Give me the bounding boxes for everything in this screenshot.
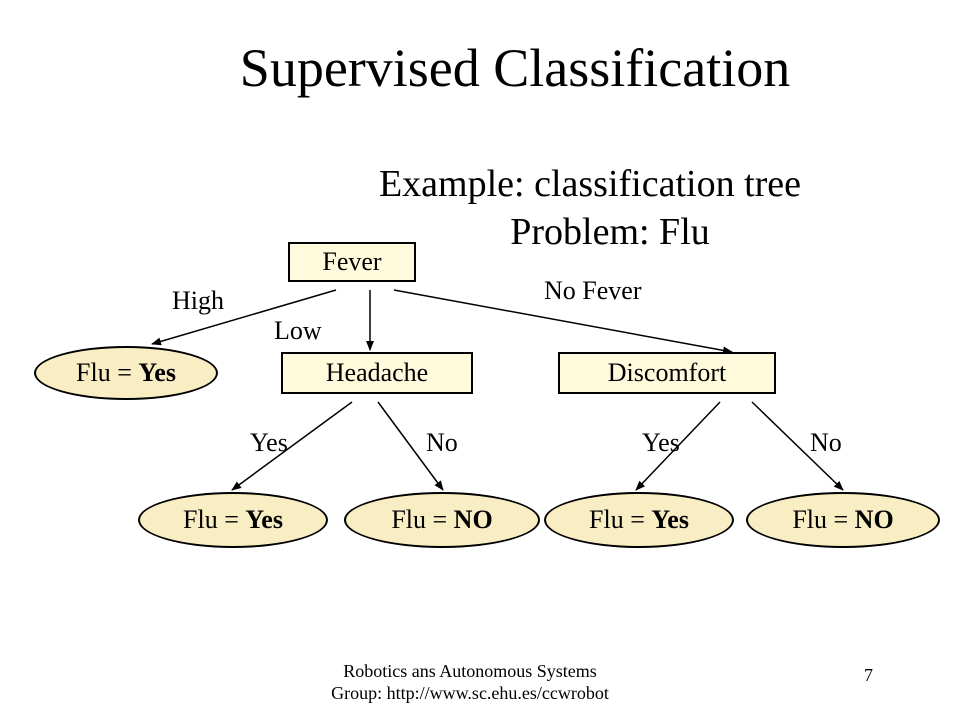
edge-label-no-fever: No Fever xyxy=(544,276,642,305)
leaf-discomfort-no-value: NO xyxy=(854,505,894,534)
edge-headache-no xyxy=(377,401,444,491)
node-discomfort: Discomfort xyxy=(558,352,776,394)
edge-discomfort-yes xyxy=(635,401,721,491)
edge-label-discomfort-no: No xyxy=(810,428,842,457)
edge-label-headache-yes: Yes xyxy=(250,428,288,457)
leaf-high-prefix: Flu = xyxy=(76,358,139,387)
node-headache: Headache xyxy=(281,352,473,394)
leaf-headache-yes-value: Yes xyxy=(245,505,283,534)
edge-no-fever xyxy=(393,289,733,355)
edge-label-headache-no: No xyxy=(426,428,458,457)
subtitle-problem: Problem: Flu xyxy=(510,211,710,253)
edge-headache-yes xyxy=(231,401,353,491)
footer-source: Robotics ans Autonomous Systems Group: h… xyxy=(331,661,609,703)
subtitle-example: Example: classification tree xyxy=(378,163,802,205)
slide-title: Supervised Classification xyxy=(239,38,791,98)
node-fever: Fever xyxy=(288,242,416,282)
leaf-discomfort-yes-prefix: Flu = xyxy=(589,505,652,534)
edge-high xyxy=(151,289,337,346)
leaf-headache-yes-prefix: Flu = xyxy=(183,505,246,534)
leaf-discomfort-no-prefix: Flu = xyxy=(792,505,855,534)
leaf-discomfort-yes-flu-yes: Flu = Yes xyxy=(544,492,734,548)
leaf-high-value: Yes xyxy=(138,358,176,387)
edge-label-high: High xyxy=(172,286,224,315)
leaf-high-flu-yes: Flu = Yes xyxy=(34,346,218,400)
leaf-discomfort-yes-value: Yes xyxy=(651,505,689,534)
edge-label-discomfort-yes: Yes xyxy=(642,428,680,457)
leaf-headache-no-flu-no: Flu = NO xyxy=(344,492,540,548)
edge-label-low: Low xyxy=(274,316,322,345)
leaf-headache-no-prefix: Flu = xyxy=(391,505,454,534)
leaf-discomfort-no-flu-no: Flu = NO xyxy=(746,492,940,548)
page-number: 7 xyxy=(864,665,873,685)
edge-discomfort-no xyxy=(751,401,844,491)
leaf-headache-yes-flu-yes: Flu = Yes xyxy=(138,492,328,548)
leaf-headache-no-value: NO xyxy=(453,505,493,534)
